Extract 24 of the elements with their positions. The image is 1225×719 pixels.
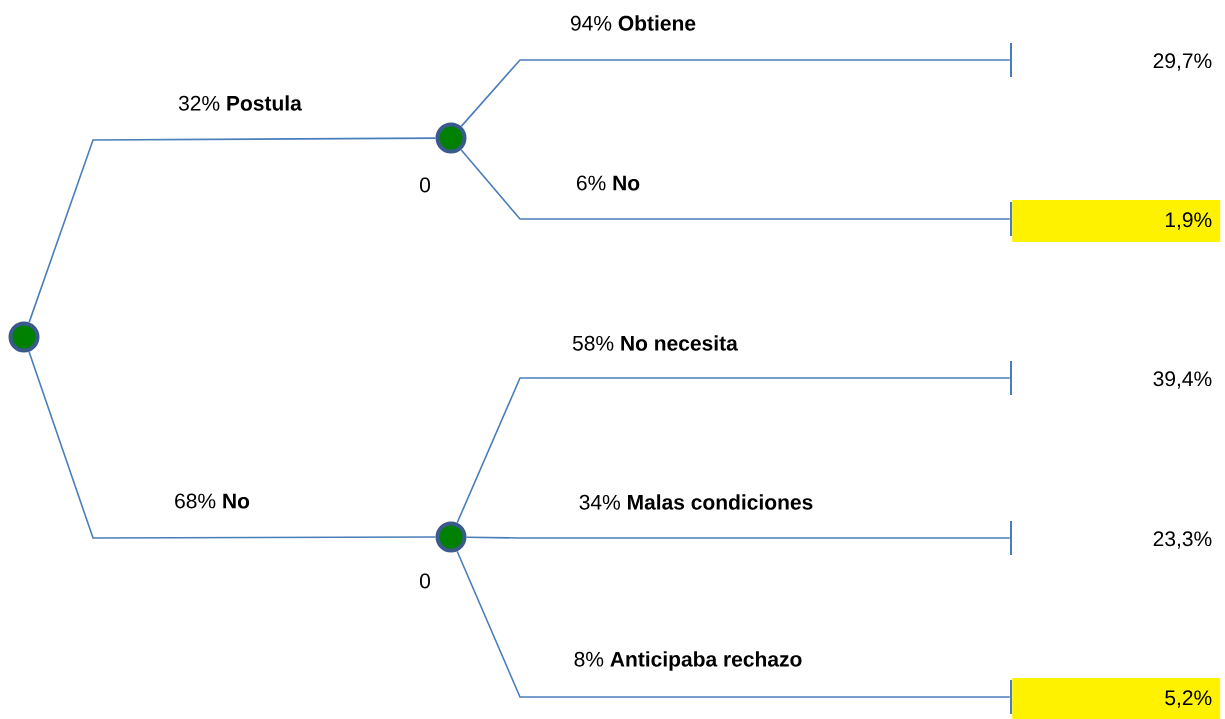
edge-label: 6% No [573, 173, 643, 193]
chance-node-circle [435, 122, 467, 154]
branch-line [456, 550, 1011, 698]
edge-label: 34% Malas condiciones [576, 492, 816, 512]
node-value: 0 [420, 573, 430, 589]
outcome-value: 39,4% [1153, 371, 1212, 389]
branch-line [460, 149, 1011, 220]
branch-line [460, 59, 1011, 128]
node-value: 0 [420, 177, 430, 193]
outcome-value: 23,3% [1153, 531, 1212, 549]
outcome-value: 29,7% [1153, 53, 1212, 71]
branch-line [28, 350, 437, 539]
highlighted-outcome: 5,2% [1012, 678, 1221, 719]
chance-node-circle [8, 321, 40, 353]
edge-label: 94% Obtiene [568, 13, 699, 33]
branch-line [28, 137, 437, 324]
edge-label: 32% Postula [176, 93, 304, 113]
branch-line [465, 536, 1011, 539]
edge-label: 58% No necesita [570, 333, 740, 353]
chance-node-circle [435, 521, 467, 553]
edge-label: 8% Anticipaba rechazo [571, 649, 805, 673]
highlighted-outcome: 1,9% [1012, 200, 1221, 242]
edge-label: 68% No [172, 491, 252, 511]
branch-line [456, 377, 1011, 524]
